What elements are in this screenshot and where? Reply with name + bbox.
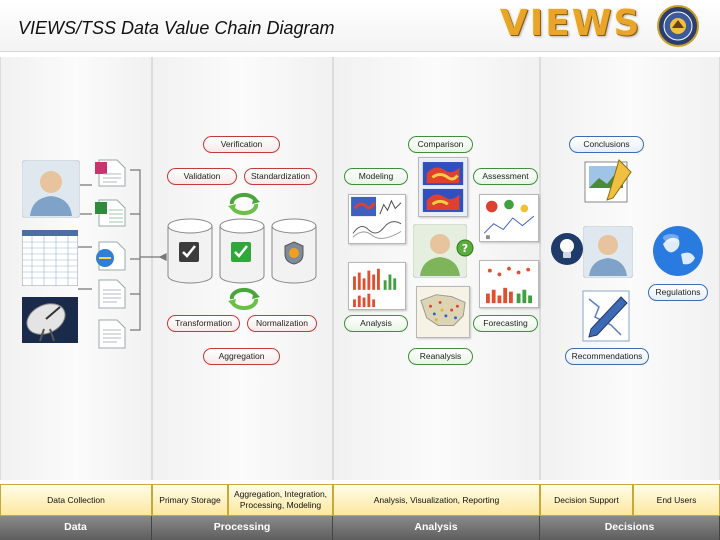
aggregation-pill: Aggregation bbox=[203, 348, 280, 365]
satellite-dish-icon bbox=[22, 297, 78, 343]
chart-thumbnail bbox=[479, 194, 539, 242]
document-icon bbox=[95, 199, 126, 227]
analysis-pill: Analysis bbox=[344, 315, 408, 332]
document-with-pen-icon bbox=[584, 159, 632, 203]
aggregation-cell: Aggregation, Integration, Processing, Mo… bbox=[228, 484, 333, 516]
standardization-pill: Standardization bbox=[244, 168, 317, 185]
chart-thumbnail bbox=[348, 262, 406, 310]
validation-pill: Validation bbox=[167, 168, 237, 185]
question-icon: ? bbox=[456, 239, 474, 257]
title-bar: VIEWS/TSS Data Value Chain Diagram VIEWS bbox=[0, 0, 720, 52]
document-icon bbox=[95, 159, 126, 187]
recycle-arrows-icon bbox=[228, 192, 260, 216]
globe-icon bbox=[653, 226, 703, 276]
map-thumbnail bbox=[418, 157, 468, 217]
svg-text:?: ? bbox=[462, 242, 468, 255]
pen-chart-icon bbox=[582, 290, 630, 342]
reanalysis-pill: Reanalysis bbox=[408, 348, 473, 365]
recommendations-pill: Recommendations bbox=[565, 348, 649, 365]
stage-header-row: Data Processing Analysis Decisions bbox=[0, 516, 720, 540]
decision-support-cell: Decision Support bbox=[540, 484, 633, 516]
chart-thumbnail bbox=[348, 194, 406, 244]
aggregation-cell-line2: Processing, Modeling bbox=[239, 500, 322, 510]
analysis-visualization-cell: Analysis, Visualization, Reporting bbox=[333, 484, 540, 516]
recycle-arrows-icon bbox=[228, 287, 260, 311]
connector-lines bbox=[78, 169, 167, 331]
map-thumbnail bbox=[416, 286, 470, 338]
user-icon bbox=[583, 226, 633, 278]
spreadsheet-screenshot bbox=[22, 230, 78, 286]
data-stage-label: Data bbox=[0, 516, 152, 540]
transformation-pill: Transformation bbox=[167, 315, 240, 332]
analysis-stage-label: Analysis bbox=[333, 516, 540, 540]
normalization-pill: Normalization bbox=[247, 315, 317, 332]
aggregation-cell-line1: Aggregation, Integration, bbox=[233, 489, 328, 500]
document-icon bbox=[98, 319, 126, 349]
comparison-pill: Comparison bbox=[408, 136, 473, 153]
database-icon bbox=[271, 218, 317, 284]
verification-pill: Verification bbox=[203, 136, 280, 153]
user-icon bbox=[413, 224, 467, 278]
lightbulb-icon bbox=[551, 233, 583, 265]
end-users-cell: End Users bbox=[633, 484, 720, 516]
forecasting-pill: Forecasting bbox=[473, 315, 538, 332]
stage-description-row: Data Collection Primary Storage Aggregat… bbox=[0, 484, 720, 516]
user-icon bbox=[22, 160, 80, 218]
document-icon bbox=[98, 279, 126, 309]
conclusions-pill: Conclusions bbox=[569, 136, 644, 153]
chart-thumbnail bbox=[479, 260, 539, 308]
views-logo: VIEWS bbox=[500, 3, 642, 44]
assessment-pill: Assessment bbox=[473, 168, 538, 185]
database-icon bbox=[219, 218, 265, 284]
modeling-pill: Modeling bbox=[344, 168, 408, 185]
regulations-pill: Regulations bbox=[648, 284, 708, 301]
primary-storage-cell: Primary Storage bbox=[152, 484, 228, 516]
database-icon bbox=[167, 218, 213, 284]
data-collection-cell: Data Collection bbox=[0, 484, 152, 516]
agency-seal-icon bbox=[657, 5, 699, 47]
document-icon bbox=[96, 241, 126, 271]
processing-stage-label: Processing bbox=[152, 516, 333, 540]
page-title: VIEWS/TSS Data Value Chain Diagram bbox=[18, 18, 335, 38]
decisions-stage-label: Decisions bbox=[540, 516, 720, 540]
